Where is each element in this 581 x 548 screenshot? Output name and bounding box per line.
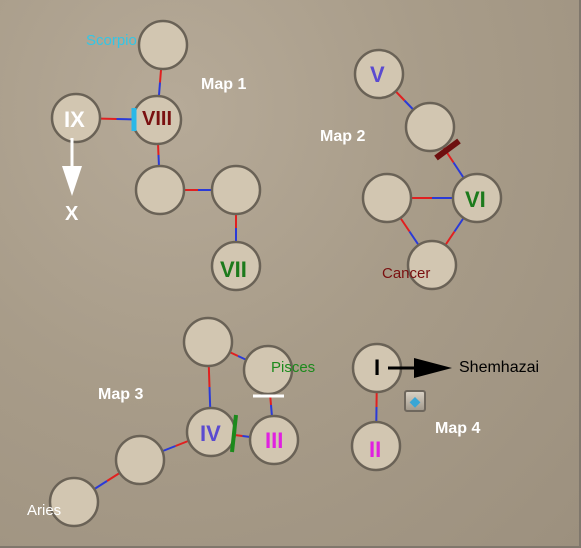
aries-label: Aries — [27, 502, 62, 519]
room-m3-aries[interactable] — [48, 476, 100, 528]
room-m3-iii[interactable] — [248, 414, 300, 466]
room-viii-label: VIII — [142, 108, 173, 130]
room-ix-label: IX — [64, 107, 85, 132]
room-ii-label: II — [369, 437, 382, 462]
room-m1-a[interactable] — [134, 164, 186, 216]
map-4-label: Map 4 — [435, 420, 481, 437]
room-vi-label: VI — [465, 187, 486, 212]
room-m3-pisces[interactable] — [242, 344, 294, 396]
crystal-gem-icon[interactable]: ◆ — [404, 390, 426, 412]
room-vii-label: VII — [220, 257, 247, 282]
exit-shemhazai-arrow-head — [414, 358, 452, 378]
pisces-label: Pisces — [271, 359, 316, 376]
room-i-label: I — [374, 355, 381, 380]
exit-arrows — [62, 138, 452, 378]
barrier-map3 — [230, 414, 238, 453]
exit-x-label: X — [65, 203, 79, 225]
cancer-label: Cancer — [382, 265, 431, 282]
scorpio-label: Scorpio — [86, 32, 137, 49]
room-m3-top[interactable] — [182, 316, 234, 368]
exit-x-arrow-head — [62, 166, 82, 196]
map-1-label: Map 1 — [201, 76, 247, 93]
barrier-map2 — [434, 138, 461, 161]
barriers — [131, 108, 461, 453]
room-m4-ii[interactable] — [350, 420, 402, 472]
map-2-label: Map 2 — [320, 128, 366, 145]
room-m3-c[interactable] — [114, 434, 166, 486]
map-3-label: Map 3 — [98, 386, 144, 403]
room-m1-vii[interactable] — [210, 240, 262, 292]
room-iv-label: IV — [200, 421, 221, 446]
room-v-label: V — [370, 62, 385, 87]
room-m2-v[interactable] — [353, 48, 405, 100]
room-m2-l[interactable] — [361, 172, 413, 224]
room-m2-cancer[interactable] — [406, 239, 458, 291]
room-m2-b[interactable] — [404, 101, 456, 153]
room-m1-ix[interactable] — [50, 92, 102, 144]
room-iii-label: III — [265, 428, 284, 453]
rooms — [48, 19, 503, 528]
room-m1-b[interactable] — [210, 164, 262, 216]
room-m1-top[interactable] — [137, 19, 189, 71]
room-m2-vi[interactable] — [451, 172, 503, 224]
exit-shemhazai-label: Shemhazai — [459, 359, 540, 376]
